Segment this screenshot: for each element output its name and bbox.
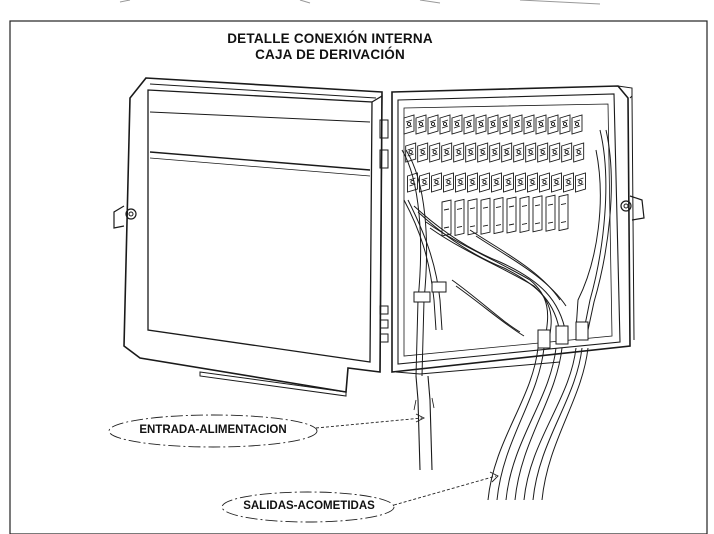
terminal-block	[535, 114, 547, 135]
terminal-block	[455, 172, 466, 193]
fuse-holders	[441, 194, 569, 237]
terminal-blocks	[403, 114, 586, 193]
outgoing-cable	[532, 347, 583, 501]
callout-input-bubble	[108, 413, 426, 448]
fuse-holder	[467, 198, 478, 236]
terminal-block	[539, 172, 550, 193]
terminal-block	[463, 114, 475, 135]
fuse-holder	[441, 199, 452, 237]
terminal-block	[477, 142, 489, 163]
terminal-block	[403, 114, 415, 135]
terminal-block	[575, 172, 586, 193]
outgoing-cable	[505, 347, 557, 501]
terminal-block	[415, 114, 427, 135]
terminal-block	[525, 142, 537, 163]
incoming-cable	[413, 375, 435, 471]
outgoing-cable	[523, 347, 577, 501]
terminal-block	[559, 114, 571, 135]
terminal-block	[503, 172, 514, 193]
terminal-block	[417, 142, 429, 163]
outgoing-cable	[514, 347, 563, 501]
terminal-block	[479, 172, 490, 193]
callout-input-label: ENTRADA-ALIMENTACION	[139, 424, 287, 436]
terminal-block	[431, 172, 442, 193]
callout-outputs-label: SALIDAS-ACOMETIDAS	[243, 500, 375, 512]
terminal-block	[573, 142, 585, 163]
fuse-holder	[532, 195, 543, 233]
terminal-block	[491, 172, 502, 193]
terminal-block	[465, 142, 477, 163]
terminal-block	[523, 114, 535, 135]
terminal-block	[511, 114, 523, 135]
terminal-block	[427, 114, 439, 135]
outgoing-cable	[541, 347, 589, 501]
terminal-block	[537, 142, 549, 163]
terminal-block	[489, 142, 501, 163]
terminal-block	[439, 114, 451, 135]
terminal-block	[549, 142, 561, 163]
drawing-subtitle: CAJA DE DERIVACIÓN	[255, 47, 405, 62]
fuse-holder	[519, 195, 530, 233]
terminal-block	[429, 142, 441, 163]
fuse-holder	[493, 197, 504, 235]
callout-outputs-bubble	[221, 471, 499, 523]
drawing-title: DETALLE CONEXIÓN INTERNA	[227, 31, 433, 46]
terminal-block	[501, 142, 513, 163]
box-door-left	[113, 77, 389, 397]
terminal-block	[467, 172, 478, 193]
outgoing-cable	[487, 347, 539, 501]
terminal-block	[451, 114, 463, 135]
terminal-block	[571, 114, 583, 135]
terminal-block	[441, 142, 453, 163]
drawing-border	[9, 20, 708, 534]
terminal-block	[513, 142, 525, 163]
terminal-block	[475, 114, 487, 135]
terminal-block	[527, 172, 538, 193]
fuse-holder	[454, 198, 465, 236]
terminal-block	[419, 172, 430, 193]
terminal-block	[547, 114, 559, 135]
terminal-block	[515, 172, 526, 193]
fuse-holder	[558, 194, 569, 232]
fuse-holder	[506, 196, 517, 234]
fuse-holder	[545, 194, 556, 232]
terminal-block	[551, 172, 562, 193]
terminal-block	[443, 172, 454, 193]
internal-wiring	[401, 129, 612, 377]
terminal-block	[487, 114, 499, 135]
terminal-block	[453, 142, 465, 163]
outgoing-cable	[496, 347, 545, 501]
terminal-block	[563, 172, 574, 193]
outgoing-cables	[487, 347, 589, 501]
terminal-block	[499, 114, 511, 135]
fuse-holder	[480, 197, 491, 235]
terminal-block	[561, 142, 573, 163]
